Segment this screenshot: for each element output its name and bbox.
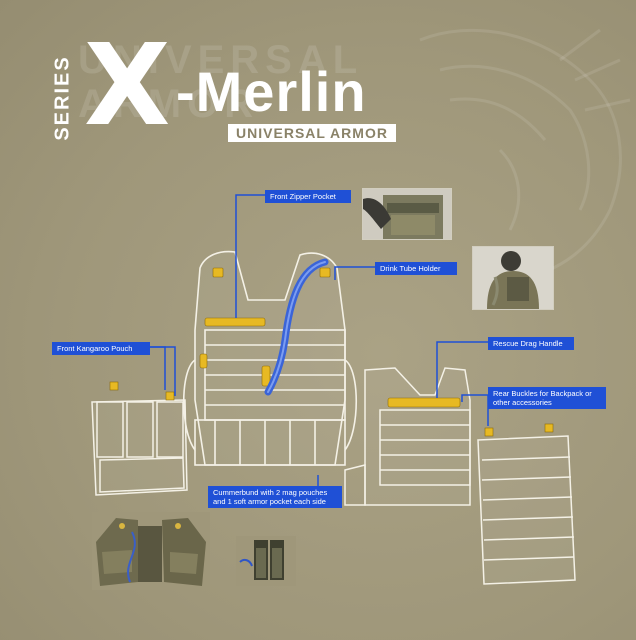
- watermark-line-1: UNIVERSAL: [78, 38, 364, 82]
- kangaroo-pouch-drawing: [91, 381, 188, 496]
- callout-front-zipper-pocket: Front Zipper Pocket: [265, 190, 351, 203]
- front-buckles: [199, 267, 331, 387]
- callout-cummerbund: Cummerbund with 2 mag pouches and 1 soft…: [208, 486, 342, 508]
- photo-front-zipper-pocket: [362, 188, 452, 240]
- callout-front-kangaroo-pouch: Front Kangaroo Pouch: [52, 342, 150, 355]
- rear-panel-drawing: [477, 423, 576, 585]
- rear-vest-drawing: [344, 367, 471, 506]
- product-subtitle: UNIVERSAL ARMOR: [228, 124, 396, 142]
- callout-rescue-drag-handle: Rescue Drag Handle: [488, 337, 574, 350]
- series-letter: X: [84, 21, 171, 151]
- front-vest-drawing: [183, 250, 357, 466]
- watermark-line-2: ARMOR: [78, 82, 260, 126]
- callout-rear-buckles: Rear Buckles for Backpack or other acces…: [488, 387, 606, 409]
- photo-cummerbund-open: [92, 512, 210, 590]
- product-name: -Merlin: [176, 60, 367, 123]
- callout-drink-tube-holder: Drink Tube Holder: [375, 262, 457, 275]
- series-label: SERIES: [51, 55, 74, 141]
- photo-mag-pouches: [236, 536, 296, 586]
- photo-drink-tube-holder: [472, 246, 554, 310]
- eagle-watermark-icon: [419, 28, 631, 282]
